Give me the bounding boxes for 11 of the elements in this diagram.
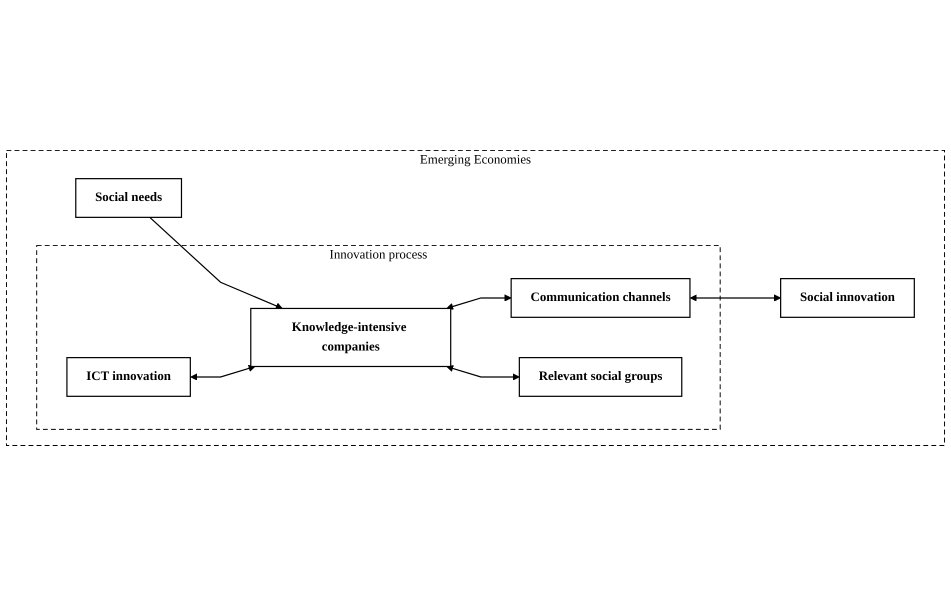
node-box: Knowledge-intensive companies [250, 308, 452, 368]
arrow [149, 216, 283, 310]
node-box: ICT innovation [66, 357, 191, 397]
arrow [446, 294, 512, 310]
arrow [690, 294, 781, 302]
node-box: Social needs [75, 178, 182, 218]
node-box: Relevant social groups [518, 357, 682, 397]
arrow [446, 365, 520, 381]
node-box: Social innovation [780, 278, 915, 318]
arrow [190, 364, 256, 381]
node-box: Communication channels [510, 278, 691, 318]
